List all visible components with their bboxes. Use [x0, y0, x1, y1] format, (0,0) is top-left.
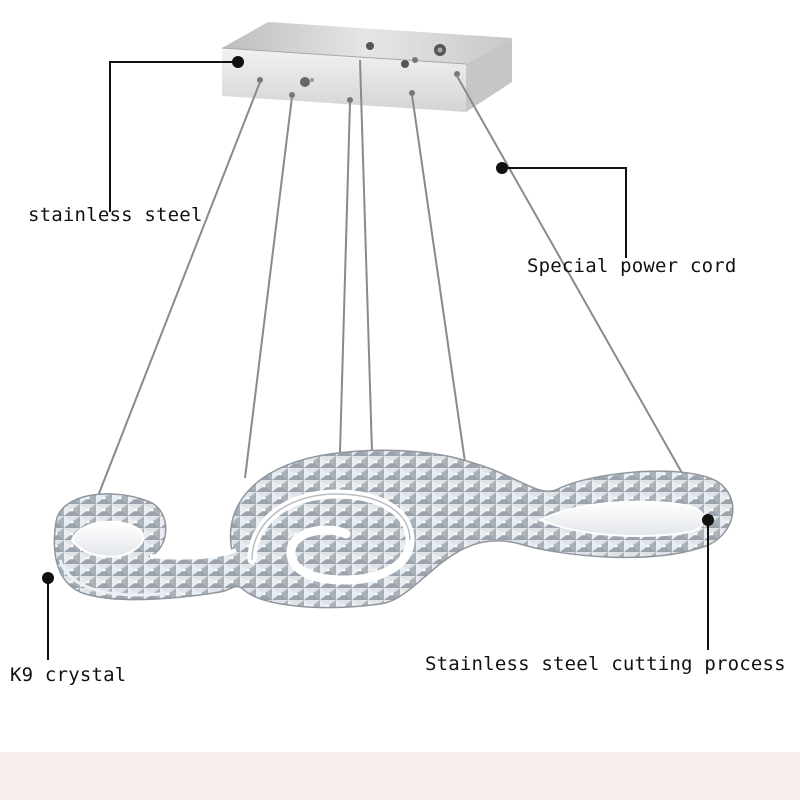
label-k9-crystal: K9 crystal: [10, 664, 127, 686]
dot-cutting-process: [702, 514, 714, 526]
suspension-cables: [97, 59, 687, 497]
label-stainless-steel: stainless steel: [28, 204, 203, 226]
label-special-power-cord: Special power cord: [527, 255, 737, 277]
callout-dots: [42, 56, 714, 584]
leader-power-cord: [502, 167, 627, 258]
label-cutting-process: Stainless steel cutting process: [425, 653, 786, 675]
dot-power-cord: [496, 162, 508, 174]
bottom-band: [0, 752, 800, 800]
callout-leaders: [47, 61, 709, 660]
dot-k9-crystal: [42, 572, 54, 584]
dot-stainless-steel: [232, 56, 244, 68]
crystal-treble-clef-ring: [53, 449, 734, 609]
canopy-plate: [221, 22, 512, 112]
leader-stainless-steel: [109, 61, 238, 212]
